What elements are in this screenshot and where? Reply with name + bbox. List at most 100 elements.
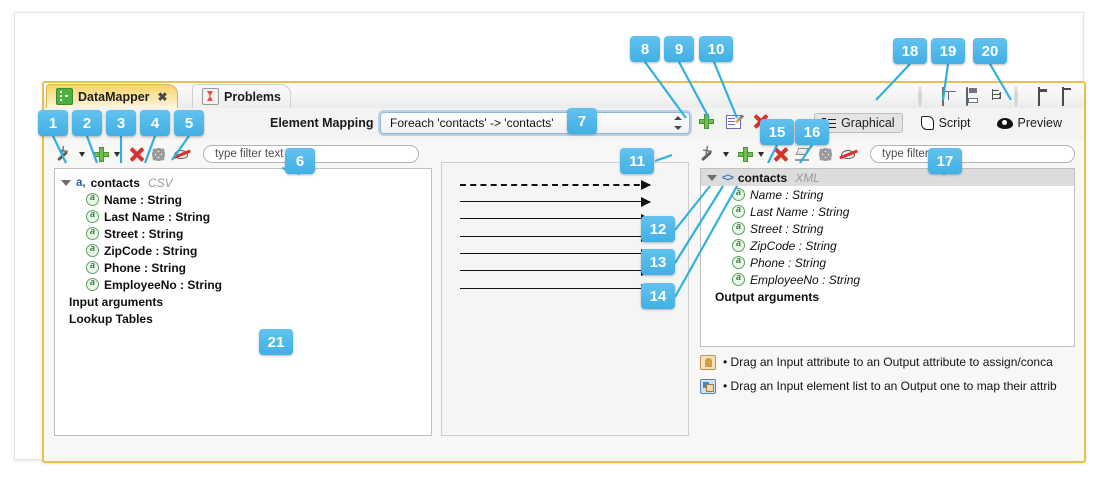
minimize-icon[interactable] [1038,87,1054,106]
tree-item-label: Name : String [750,187,824,202]
callout-15: 15 [760,119,794,145]
output-filter-input[interactable]: type filter text [870,145,1075,163]
tree-item-label: Phone : String [104,260,186,275]
tree-row[interactable]: a ZipCode : String [55,242,431,259]
eye-slash-icon[interactable] [173,148,190,161]
input-filter-placeholder: type filter text [215,148,284,160]
output-root-label: contacts [737,170,788,185]
eraser-icon[interactable] [795,147,811,162]
tree-row[interactable]: a Name : String [55,191,431,208]
refresh-icon[interactable] [918,86,934,107]
maximize-icon[interactable] [1062,87,1078,106]
gear-icon[interactable] [818,147,833,162]
mapping-arrow[interactable] [460,214,651,224]
gear-icon[interactable] [151,147,166,162]
tree-row-input-arguments[interactable]: Input arguments [69,294,164,309]
callout-18: 18 [893,38,927,64]
output-root-type: XML [795,170,820,185]
chevron-down-icon[interactable] [723,151,729,157]
input-delete-button[interactable] [129,147,144,162]
element-mapping-actions [699,114,768,129]
tree-row[interactable]: <> contacts XML [701,169,1074,186]
edit-mapping-button[interactable] [726,114,741,129]
tree-row[interactable]: a Phone : String [55,259,431,276]
tab-datamapper-label: DataMapper [78,89,150,104]
editor-tabstrip: DataMapper ✖ Problems [44,83,1084,109]
element-mapping-label: Element Mapping [270,116,374,130]
callout-2: 2 [72,110,102,136]
tree-item-label: ZipCode : String [104,243,198,258]
attribute-icon: a [732,255,745,269]
caret-down-icon[interactable] [61,179,71,186]
attribute-icon: a [86,226,99,240]
magic-wand-icon[interactable] [58,146,74,162]
input-tree[interactable]: a, contacts CSV a Name : String a Last N… [54,168,432,436]
add-mapping-button[interactable] [699,114,714,129]
callout-19: 19 [931,38,965,64]
window-toolbar [918,86,1078,107]
output-add-button[interactable] [738,146,753,162]
mode-script-button[interactable]: Script [913,113,979,133]
mapping-arrow[interactable] [460,249,651,259]
tree-row[interactable]: a Street : String [55,225,431,242]
mapping-arrow[interactable] [460,266,651,276]
callout-14: 14 [641,283,675,309]
chevron-down-icon[interactable] [79,151,85,157]
csv-prefix-icon: a, [76,176,86,189]
xml-element-icon: <> [722,171,734,184]
mapping-arrow[interactable] [460,284,651,294]
tree-row[interactable]: a Last Name : String [701,203,1074,220]
chevron-down-icon[interactable] [758,151,764,157]
mode-graphical-button[interactable]: Graphical [814,113,903,133]
callout-11: 11 [620,148,654,174]
tab-problems[interactable]: Problems [192,84,291,108]
output-delete-button[interactable] [773,147,788,162]
hint-row: • Drag an Input attribute to an Output a… [700,355,1080,370]
eye-slash-icon[interactable] [840,148,857,161]
caret-down-icon[interactable] [707,174,717,181]
tree-row[interactable]: a EmployeeNo : String [55,276,431,293]
tree-row[interactable]: a Phone : String [701,254,1074,271]
callout-8: 8 [630,36,660,62]
tree-row[interactable]: a, contacts CSV [55,174,431,191]
hints-area: • Drag an Input attribute to an Output a… [700,355,1080,403]
chevron-updown-icon[interactable] [673,116,682,130]
attribute-icon: a [86,243,99,257]
tree-row[interactable]: a Last Name : String [55,208,431,225]
element-mapping-combo[interactable]: Foreach 'contacts' -> 'contacts' [380,112,690,134]
close-icon[interactable]: ✖ [157,89,168,104]
output-tree[interactable]: <> contacts XML a Name : String a Last N… [700,168,1075,347]
tree-item-label: Last Name : String [750,204,850,219]
tree-row[interactable]: a EmployeeNo : String [701,271,1074,288]
history-icon[interactable] [1014,86,1030,107]
callout-10: 10 [699,36,733,62]
magic-wand-icon[interactable] [702,146,718,162]
callout-4: 4 [140,110,170,136]
table-icon[interactable] [942,87,958,106]
mapping-arrow[interactable] [460,232,651,242]
tree-item-label: Name : String [104,192,183,207]
tree-icon[interactable] [990,88,1006,104]
input-add-button[interactable] [94,146,109,162]
chevron-down-icon[interactable] [114,151,120,157]
tree-row[interactable]: a ZipCode : String [701,237,1074,254]
input-root-type: CSV [147,175,173,190]
tree-row-lookup-tables[interactable]: Lookup Tables [69,311,153,326]
mode-preview-button[interactable]: Preview [989,113,1070,133]
script-icon [920,116,934,130]
tree-row[interactable]: a Street : String [701,220,1074,237]
mode-preview-label: Preview [1017,116,1062,130]
problems-icon [202,88,219,105]
tree-row[interactable]: a Name : String [701,186,1074,203]
callout-12: 12 [641,216,675,242]
tab-problems-label: Problems [224,89,281,104]
mapping-arrow[interactable] [460,197,651,207]
attribute-icon: a [732,238,745,252]
tree-row-output-arguments[interactable]: Output arguments [715,289,819,304]
tree-item-label: Street : String [750,221,824,236]
attribute-icon: a [86,192,99,206]
save-icon[interactable] [966,87,982,106]
tab-datamapper[interactable]: DataMapper ✖ [46,84,178,108]
tree-item-label: EmployeeNo : String [750,272,861,287]
mapping-arrow[interactable] [460,180,651,190]
